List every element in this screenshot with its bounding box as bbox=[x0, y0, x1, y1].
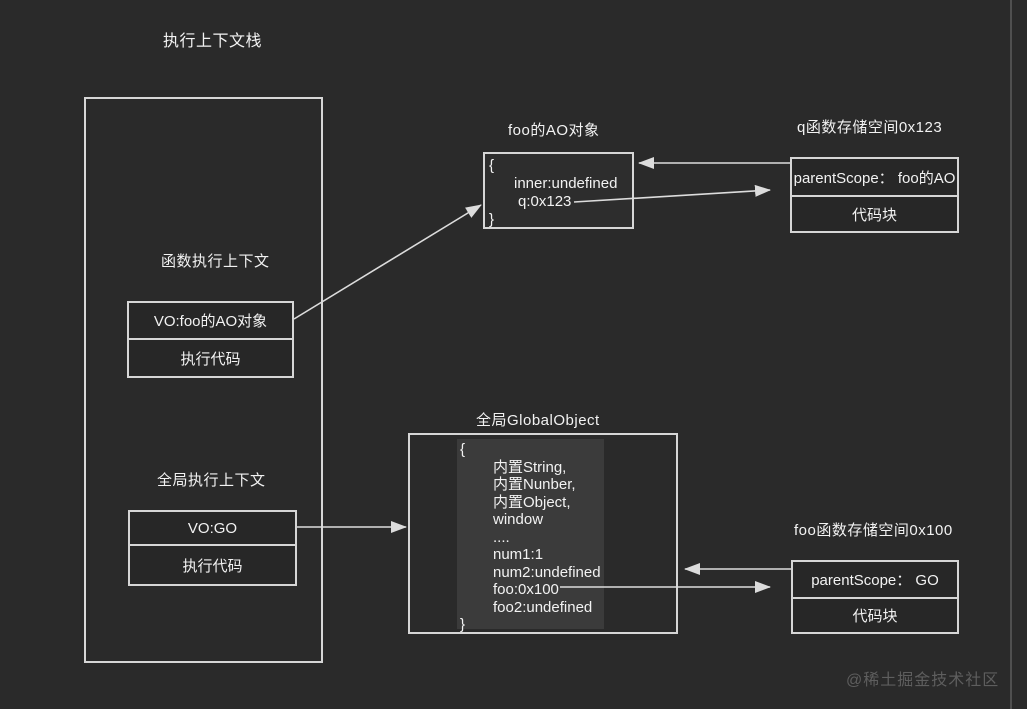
foo-ao-close-brace: } bbox=[489, 211, 495, 228]
global-object-content: { 内置String, 内置Nunber, 内置Object, window .… bbox=[410, 441, 676, 634]
q-parent-scope-row: parentScope： foo的AO bbox=[792, 159, 957, 197]
foo-parent-scope-row: parentScope： GO bbox=[793, 562, 957, 599]
global-context-label: 全局执行上下文 bbox=[157, 472, 266, 489]
foo-ao-entry-inner: inner:undefined bbox=[514, 175, 618, 192]
go-entry-foo2: foo2:undefined bbox=[493, 598, 593, 616]
execution-context-stack-box bbox=[84, 97, 323, 663]
go-entry-object: 内置Object, bbox=[493, 493, 571, 511]
diagram-title: 执行上下文栈 bbox=[163, 33, 263, 50]
function-context-vo-table: VO:foo的AO对象 执行代码 bbox=[127, 301, 294, 378]
foo-ao-entry-q: q:0x123 bbox=[518, 193, 572, 210]
vo-foo-ao-row: VO:foo的AO对象 bbox=[129, 303, 292, 340]
vo-foo-exec-code-row: 执行代码 bbox=[180, 350, 241, 368]
q-code-block-row: 代码块 bbox=[851, 206, 897, 224]
foo-ao-object-box: { inner:undefined q:0x123 } bbox=[483, 152, 634, 229]
function-context-label: 函数执行上下文 bbox=[161, 253, 270, 270]
q-storage-table: parentScope： foo的AO 代码块 bbox=[790, 157, 959, 233]
go-entry-foo: foo:0x100 bbox=[493, 581, 559, 598]
go-entry-num1: num1:1 bbox=[493, 546, 544, 563]
global-object-box: { 内置String, 内置Nunber, 内置Object, window .… bbox=[408, 433, 678, 634]
q-storage-label: q函数存储空间0x123 bbox=[797, 119, 943, 136]
global-context-vo-table: VO:GO 执行代码 bbox=[128, 510, 297, 586]
foo-ao-label: foo的AO对象 bbox=[508, 122, 600, 139]
vo-go-exec-code-row: 执行代码 bbox=[182, 557, 243, 575]
go-entry-window: window bbox=[493, 511, 544, 528]
watermark: @稀土掘金技术社区 bbox=[846, 672, 1000, 689]
foo-storage-table: parentScope： GO 代码块 bbox=[791, 560, 959, 634]
vo-go-row: VO:GO bbox=[130, 512, 295, 546]
foo-storage-label: foo函数存储空间0x100 bbox=[794, 522, 953, 539]
go-entry-number: 内置Nunber, bbox=[493, 476, 576, 493]
go-open-brace: { bbox=[460, 441, 466, 458]
go-entry-ellipsis: .... bbox=[493, 528, 510, 546]
foo-ao-open-brace: { bbox=[489, 157, 495, 174]
right-edge-divider bbox=[1010, 0, 1012, 709]
global-object-label: 全局GlobalObject bbox=[476, 412, 600, 429]
foo-code-block-row: 代码块 bbox=[852, 608, 898, 625]
go-entry-string: 内置String, bbox=[493, 458, 567, 476]
global-object-highlight-block bbox=[457, 439, 604, 629]
go-entry-num2: num2:undefined bbox=[493, 563, 601, 581]
go-close-brace: } bbox=[460, 616, 466, 633]
